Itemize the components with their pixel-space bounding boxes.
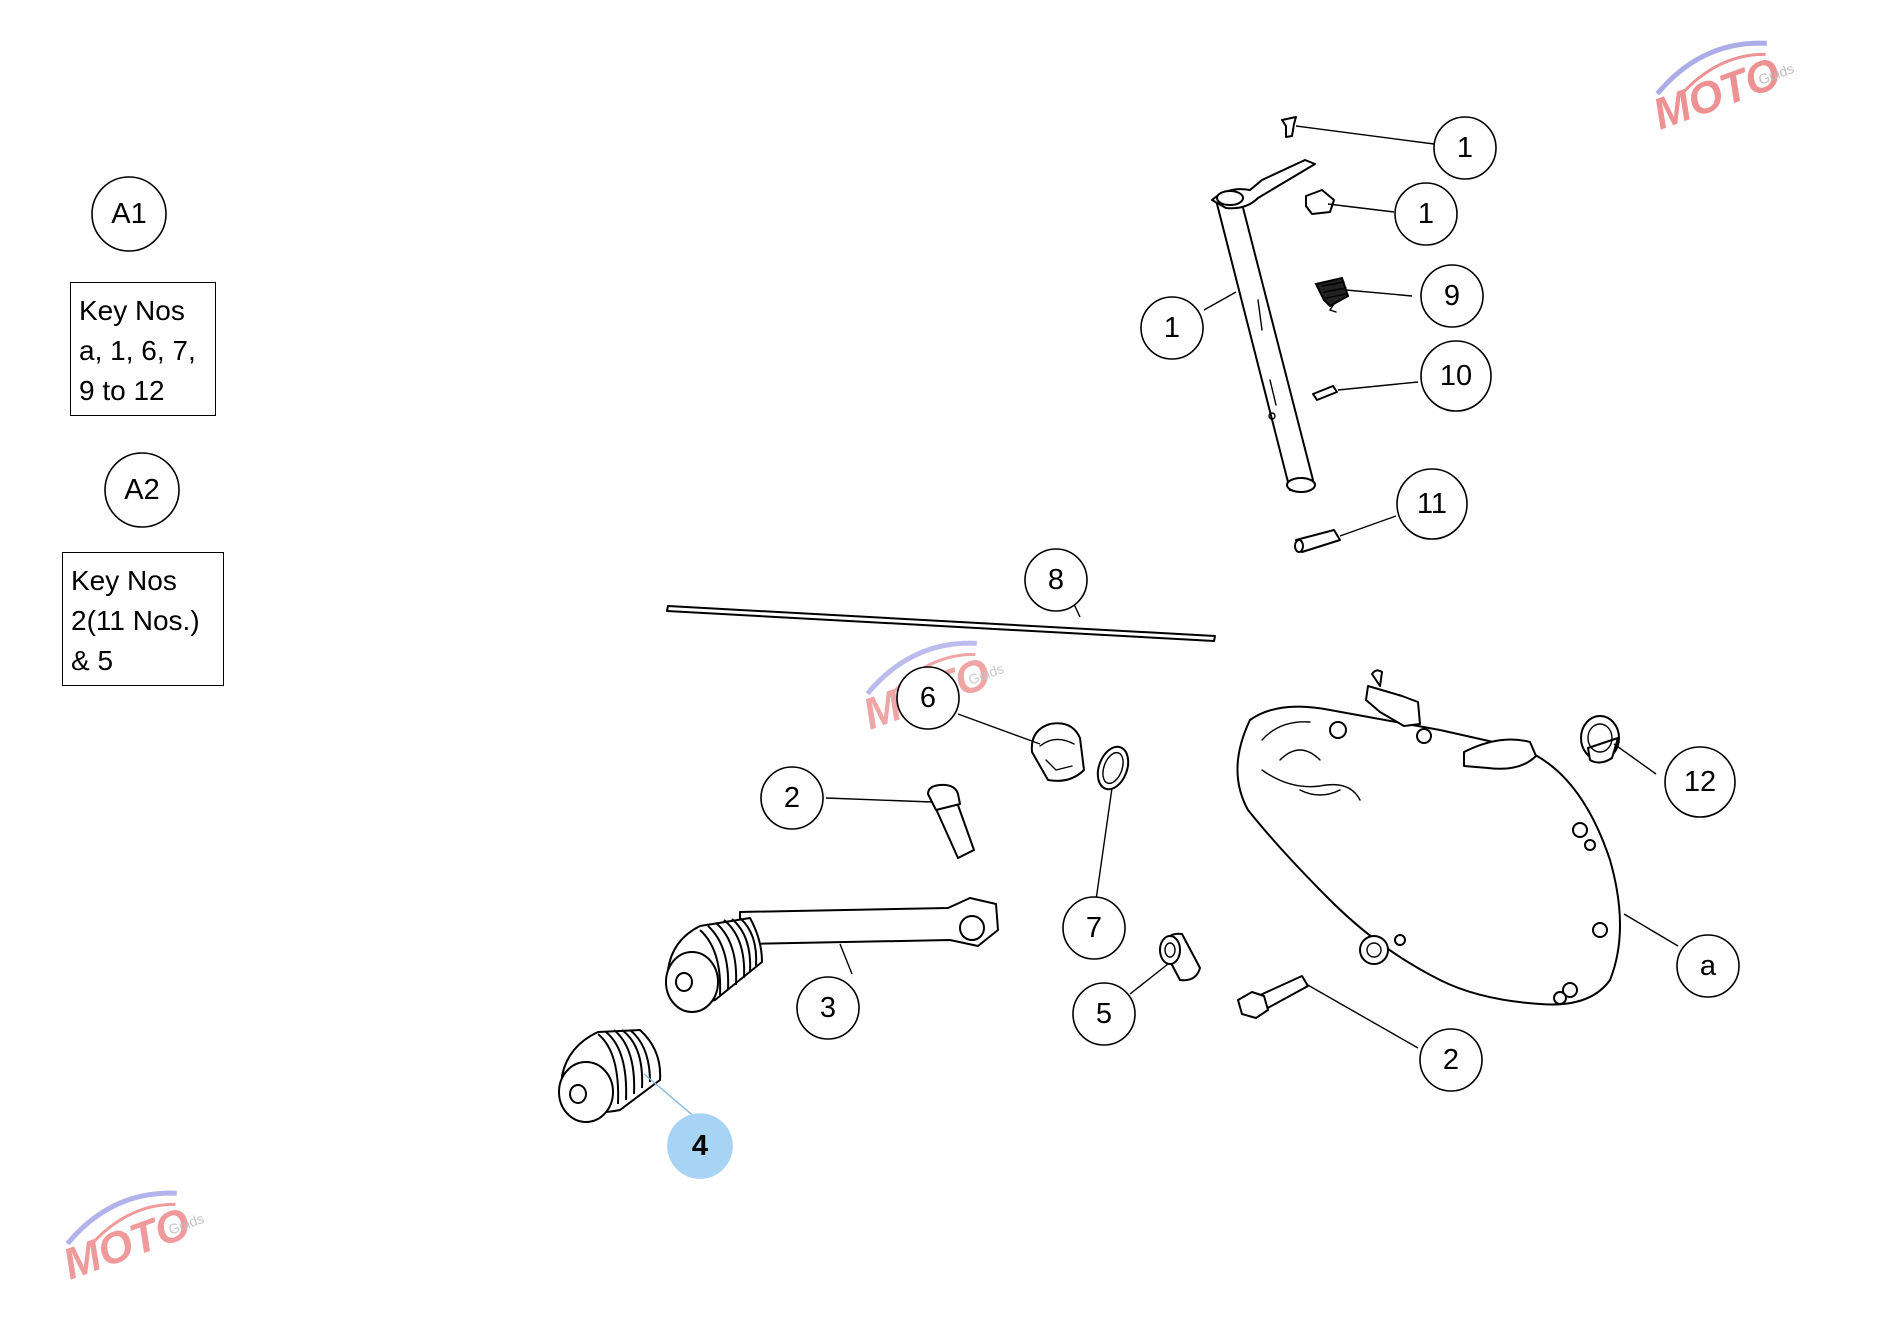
svg-text:1: 1 (1418, 198, 1434, 230)
callout-5-spacer[interactable]: 5 (1072, 982, 1136, 1046)
roller-drawing (1294, 529, 1341, 553)
svg-text:4: 4 (692, 1130, 708, 1162)
gear-shift-shaft-drawing (1211, 159, 1316, 493)
o-ring-drawing (1096, 745, 1130, 791)
callout-9-spring[interactable]: 9 (1420, 264, 1484, 328)
callout-11-roller[interactable]: 11 (1396, 468, 1468, 540)
callout-a-crankcase-cover[interactable]: a (1676, 934, 1740, 998)
key-box-line: 9 to 12 (79, 375, 165, 406)
callout-1-clip[interactable]: 1 (1394, 182, 1458, 246)
cap-drawing (1580, 715, 1620, 764)
dowel-pin-drawing (1312, 385, 1338, 401)
spring-drawing (1314, 276, 1350, 313)
clip-drawing (1305, 189, 1335, 215)
svg-text:7: 7 (1086, 912, 1102, 944)
key-box-line: Key Nos (71, 565, 177, 596)
svg-text:MOTO: MOTO (57, 1198, 197, 1289)
bolt-drawing-upper (927, 783, 975, 859)
svg-text:5: 5 (1096, 998, 1112, 1030)
svg-text:1: 1 (1457, 132, 1473, 164)
watermark-logo-bottom-left: MOTO Guids (57, 1190, 206, 1289)
callout-12-cap[interactable]: 12 (1664, 746, 1736, 818)
key-box-line: Key Nos (79, 295, 185, 326)
key-box-line: & 5 (71, 645, 114, 676)
callout-1-shaft[interactable]: 1 (1140, 296, 1204, 360)
svg-text:8: 8 (1048, 564, 1064, 596)
svg-text:2: 2 (1443, 1044, 1459, 1076)
svg-text:12: 12 (1684, 766, 1716, 798)
svg-text:11: 11 (1417, 488, 1447, 520)
plug-drawing (1030, 722, 1085, 782)
group-a2-callout[interactable]: A2 (104, 452, 180, 528)
spacer-drawing (1159, 932, 1201, 982)
leader-lines (643, 125, 1679, 1119)
small-pin-drawing (1281, 116, 1297, 138)
svg-text:1: 1 (1164, 312, 1180, 344)
rod-drawing (666, 605, 1216, 642)
svg-text:9: 9 (1444, 280, 1460, 312)
callout-2-bolt-upper[interactable]: 2 (760, 766, 824, 830)
svg-text:A2: A2 (124, 474, 159, 506)
svg-text:10: 10 (1440, 360, 1472, 392)
bolt-drawing-lower (1237, 975, 1309, 1019)
group-a2-key-box: Key Nos 2(11 Nos.) & 5 (62, 552, 224, 686)
lever-rubber-drawing (558, 1029, 662, 1123)
watermark-logo-top-right: MOTO Guids (1647, 40, 1796, 139)
gear-lever-drawing (665, 897, 999, 1013)
svg-text:A1: A1 (111, 198, 146, 230)
callout-6-plug[interactable]: 6 (896, 666, 960, 730)
key-box-line: 2(11 Nos.) (71, 605, 200, 636)
group-a1-key-box: Key Nos a, 1, 6, 7, 9 to 12 (70, 282, 216, 416)
crankcase-cover-drawing (1236, 669, 1621, 1006)
callout-4-lever-rubber[interactable]: 4 (667, 1113, 733, 1179)
key-box-line: a, 1, 6, 7, (79, 335, 196, 366)
svg-text:3: 3 (820, 992, 836, 1024)
svg-text:a: a (1700, 950, 1717, 982)
svg-text:2: 2 (784, 782, 800, 814)
callout-1-pin[interactable]: 1 (1433, 116, 1497, 180)
callout-8-rod[interactable]: 8 (1024, 548, 1088, 612)
group-a1-callout[interactable]: A1 (91, 176, 167, 252)
svg-text:6: 6 (920, 682, 936, 714)
svg-text:MOTO: MOTO (1647, 48, 1787, 139)
callout-10-dowel[interactable]: 10 (1420, 340, 1492, 412)
callout-3-gear-lever[interactable]: 3 (796, 976, 860, 1040)
callout-7-o-ring[interactable]: 7 (1062, 896, 1126, 960)
callout-2-bolt-lower[interactable]: 2 (1419, 1028, 1483, 1092)
